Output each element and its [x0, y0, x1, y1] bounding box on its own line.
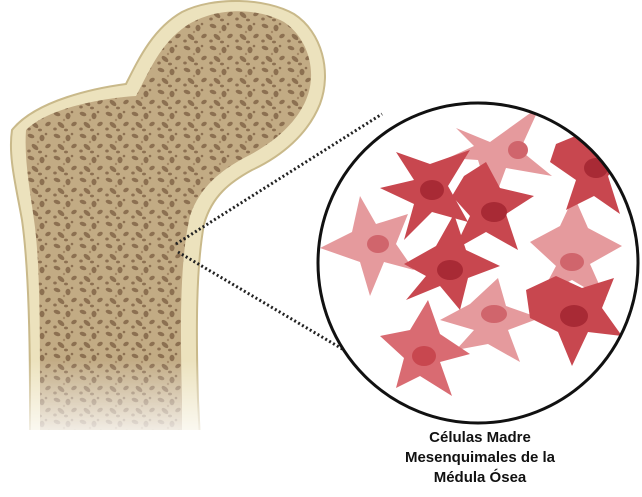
caption-line-1: Células Madre [360, 428, 600, 448]
caption-line-3: Médula Ósea [360, 468, 600, 488]
caption-line-2: Mesenquimales de la [360, 448, 600, 468]
magnified-cell-circle [318, 103, 638, 423]
caption: Células Madre Mesenquimales de la Médula… [360, 428, 600, 488]
femur-fade [0, 250, 230, 450]
femur-bone-illustration [0, 1, 325, 497]
